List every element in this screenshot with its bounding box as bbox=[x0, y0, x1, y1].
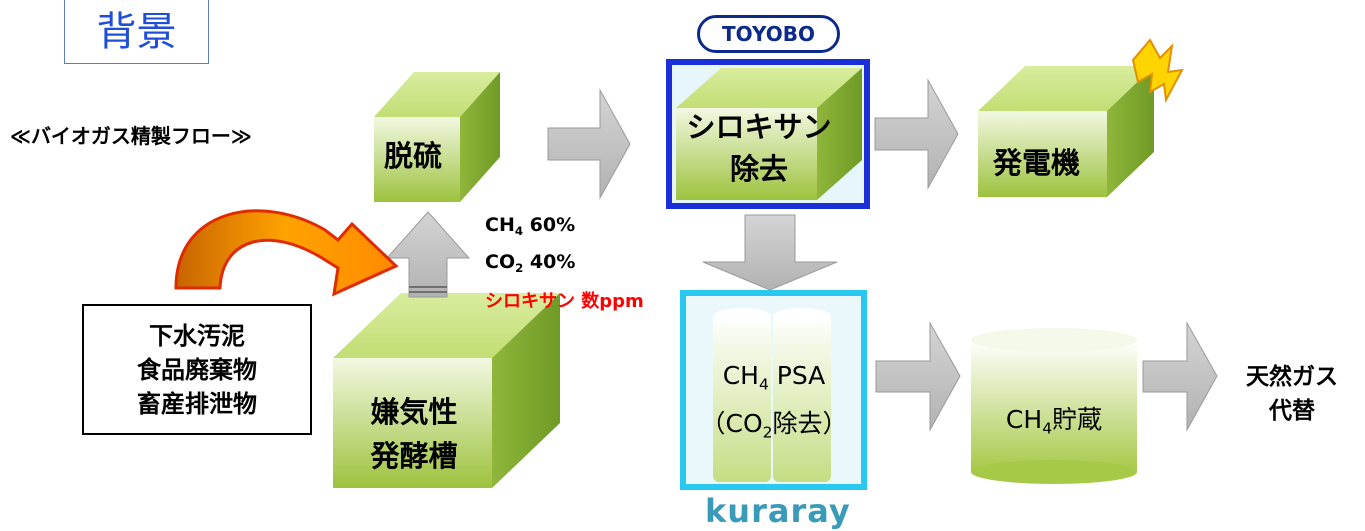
generator-cube bbox=[978, 66, 1154, 197]
psa-unit bbox=[680, 290, 867, 490]
lightning-icon bbox=[1131, 38, 1184, 104]
storage-label: CH4貯蔵 bbox=[1005, 405, 1103, 438]
digester-label: 嫌気性 発酵槽 bbox=[370, 395, 458, 473]
toyobo-logo: TOYOBO bbox=[697, 15, 840, 53]
digester-cube bbox=[333, 293, 560, 488]
arrow-siloxane-to-generator bbox=[874, 78, 959, 190]
siloxane-removal-cube bbox=[666, 59, 870, 209]
curved-arrow-sources-to-digester bbox=[174, 209, 399, 297]
arrow-digester-to-desulf bbox=[385, 211, 471, 298]
source-item: 畜産排泄物 bbox=[137, 389, 257, 418]
storage-cylinder bbox=[971, 328, 1137, 484]
arrow-siloxane-to-psa bbox=[702, 214, 838, 291]
arrow-psa-to-storage bbox=[875, 321, 961, 432]
composition-co2: CO2 40% bbox=[485, 251, 576, 276]
composition-siloxane: シロキサン 数ppm bbox=[485, 291, 644, 312]
source-item: 食品廃棄物 bbox=[137, 355, 257, 384]
flow-label: ≪バイオガス精製フロー≫ bbox=[10, 124, 252, 148]
desulfurization-label: 脱硫 bbox=[384, 139, 443, 173]
arrow-storage-to-output bbox=[1142, 321, 1218, 432]
source-item: 下水汚泥 bbox=[149, 321, 245, 350]
desulfurization-cube bbox=[374, 72, 500, 202]
psa-label: CH4 PSA （CO2除去） bbox=[700, 361, 848, 442]
feedstock-sources-box: 下水汚泥 食品廃棄物 畜産排泄物 bbox=[82, 304, 312, 435]
composition-ch4: CH4 60% bbox=[485, 214, 576, 239]
kuraray-logo: kuraray bbox=[705, 492, 851, 530]
output-label: 天然ガス 代替 bbox=[1246, 364, 1338, 424]
page-title: 背景 bbox=[64, 0, 209, 64]
arrow-desulf-to-siloxane bbox=[547, 88, 631, 200]
generator-label: 発電機 bbox=[993, 146, 1081, 180]
siloxane-removal-label: シロキサン 除去 bbox=[686, 110, 832, 186]
